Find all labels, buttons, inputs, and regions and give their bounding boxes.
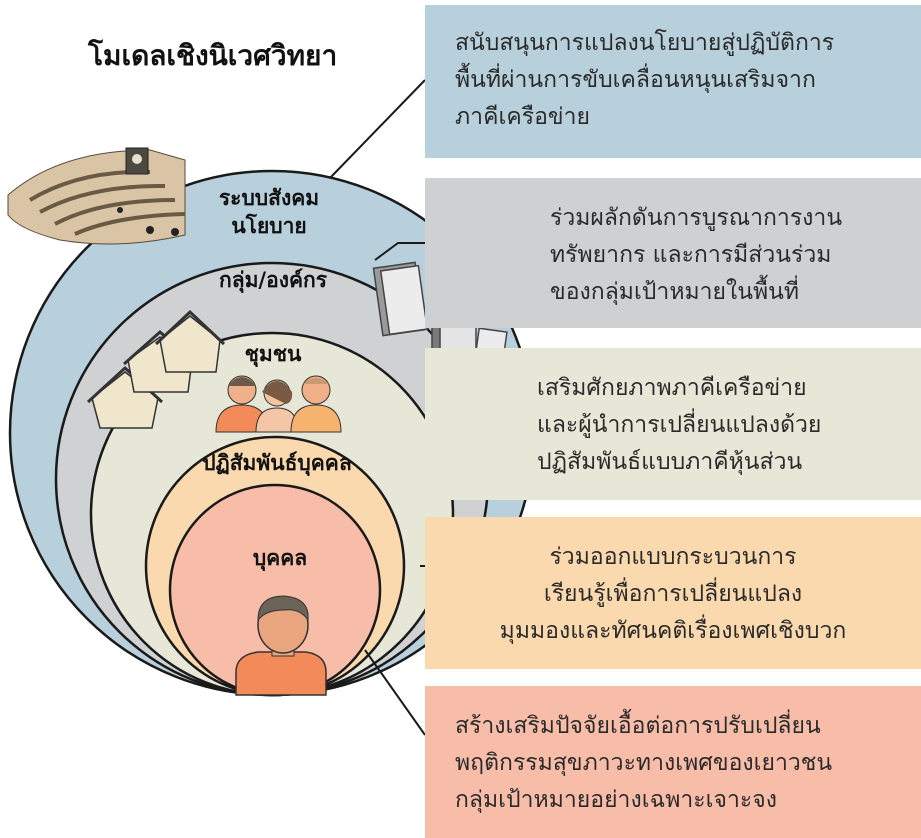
box-line: เรียนรู้เพื่อการเปลี่ยนแปลง <box>543 581 803 607</box>
description-box-group-organization: ร่วมผลักดันการบูรณาการงาน ทรัพยากร และกา… <box>425 178 921 328</box>
ring-label-social-policy: ระบบสังคม <box>219 186 319 210</box>
description-box-community: เสริมศักยภาพภาคีเครือข่าย และผู้นำการเปล… <box>425 348 921 500</box>
ring-label-community: ชุมชน <box>245 342 302 368</box>
box-line: สร้างเสริมปัจจัยเอื้อต่อการปรับเปลี่ยน <box>455 713 821 739</box>
box-line: มุมมองและทัศนคติเรื่องเพศเชิงบวก <box>499 618 847 644</box>
box-line: ทรัพยากร และการมีส่วนร่วม <box>550 242 832 268</box>
village-houses-illustration <box>86 309 226 429</box>
parliament-illustration <box>7 147 186 245</box>
ring-label-individual: บุคคล <box>253 546 307 572</box>
box-line: ภาคีเครือข่าย <box>455 104 590 130</box>
box-line: ร่วมผลักดันการบูรณาการงาน <box>550 205 843 231</box>
box-line: พฤติกรรมสุขภาวะทางเพศของเยาวชน <box>455 750 833 776</box>
box-line: สนับสนุนการแปลงนโยบายสู่ปฏิบัติการ <box>455 30 835 56</box>
description-box-interpersonal: ร่วมออกแบบกระบวนการ เรียนรู้เพื่อการเปลี… <box>425 517 921 669</box>
box-line: เสริมศักยภาพภาคีเครือข่าย <box>537 375 807 401</box>
individual-person-illustration <box>235 595 327 696</box>
ring-label-interpersonal: ปฏิสัมพันธ์บุคคล <box>202 451 351 477</box>
box-line: พื้นที่ผ่านการขับเคลื่อนหนุนเสริมจาก <box>455 67 816 93</box>
box-line: และผู้นำการเปลี่ยนแปลงด้วย <box>537 412 822 438</box>
ring-label-social-policy-line2: นโยบาย <box>231 213 306 238</box>
community-people-illustration <box>215 375 342 433</box>
box-line: ร่วมออกแบบกระบวนการ <box>549 544 797 570</box>
ring-label-group-organization: กลุ่ม/องค์กร <box>219 268 328 294</box>
diagram-title: โมเดลเชิงนิเวศวิทยา <box>88 39 338 72</box>
description-box-individual: สร้างเสริมปัจจัยเอื้อต่อการปรับเปลี่ยน พ… <box>425 686 921 838</box>
box-line: ของกลุ่มเป้าหมายในพื้นที่ <box>550 279 800 305</box>
box-line: ปฏิสัมพันธ์แบบภาคีหุ้นส่วน <box>537 449 803 475</box>
description-box-social-policy: สนับสนุนการแปลงนโยบายสู่ปฏิบัติการ พื้นท… <box>425 5 921 158</box>
box-line: กลุ่มเป้าหมายอย่างเฉพาะเจาะจง <box>455 787 777 813</box>
